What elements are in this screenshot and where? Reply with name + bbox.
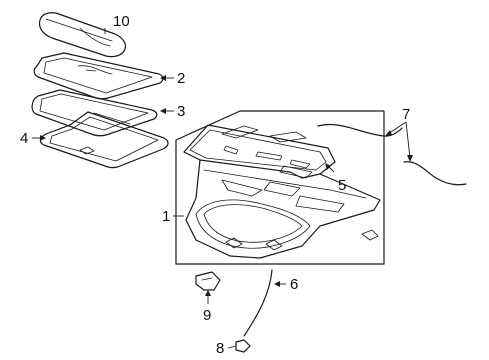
callout-9: 9: [203, 307, 211, 324]
wind-deflector-part: [38, 12, 127, 58]
leader-lines: [32, 28, 413, 349]
callout-8: 8: [216, 340, 224, 357]
bracket-part: [195, 271, 221, 291]
front-drain-hose-part: [243, 269, 273, 337]
callout-7: 7: [402, 106, 410, 123]
callout-10: 10: [113, 13, 130, 30]
callout-1: 1: [162, 208, 170, 225]
rear-drain-hose-part: [317, 124, 467, 186]
glass-seal-part: [31, 89, 158, 137]
callout-4: 4: [20, 130, 28, 147]
housing-outline-box: [175, 110, 385, 265]
callout-6: 6: [290, 276, 298, 293]
drain-valve-part: [235, 339, 251, 353]
callout-2: 2: [177, 70, 185, 87]
housing-frame-part: [183, 124, 381, 259]
callout-3: 3: [177, 103, 185, 120]
callout-5: 5: [338, 177, 346, 194]
